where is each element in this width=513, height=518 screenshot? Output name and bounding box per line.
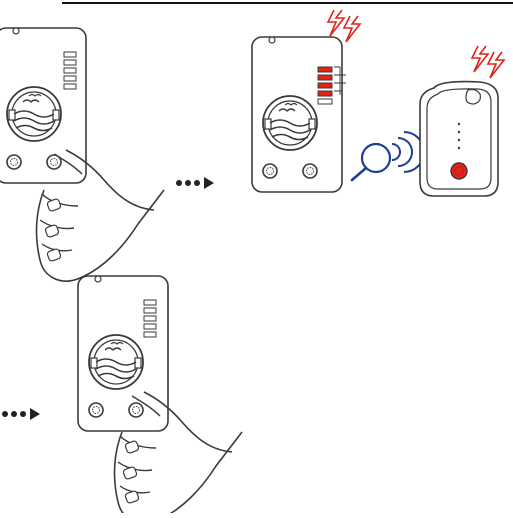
step-3-device: [78, 276, 168, 431]
step-2-device: [252, 37, 346, 192]
magnifier-icon: [352, 144, 390, 180]
lightning-icon: [472, 46, 504, 78]
receiver-device: [420, 82, 498, 196]
receiver-led: [451, 163, 467, 179]
arrow-right-icon: [2, 408, 40, 420]
arrow-right-icon: [176, 177, 214, 189]
step-1-device: [0, 28, 86, 183]
